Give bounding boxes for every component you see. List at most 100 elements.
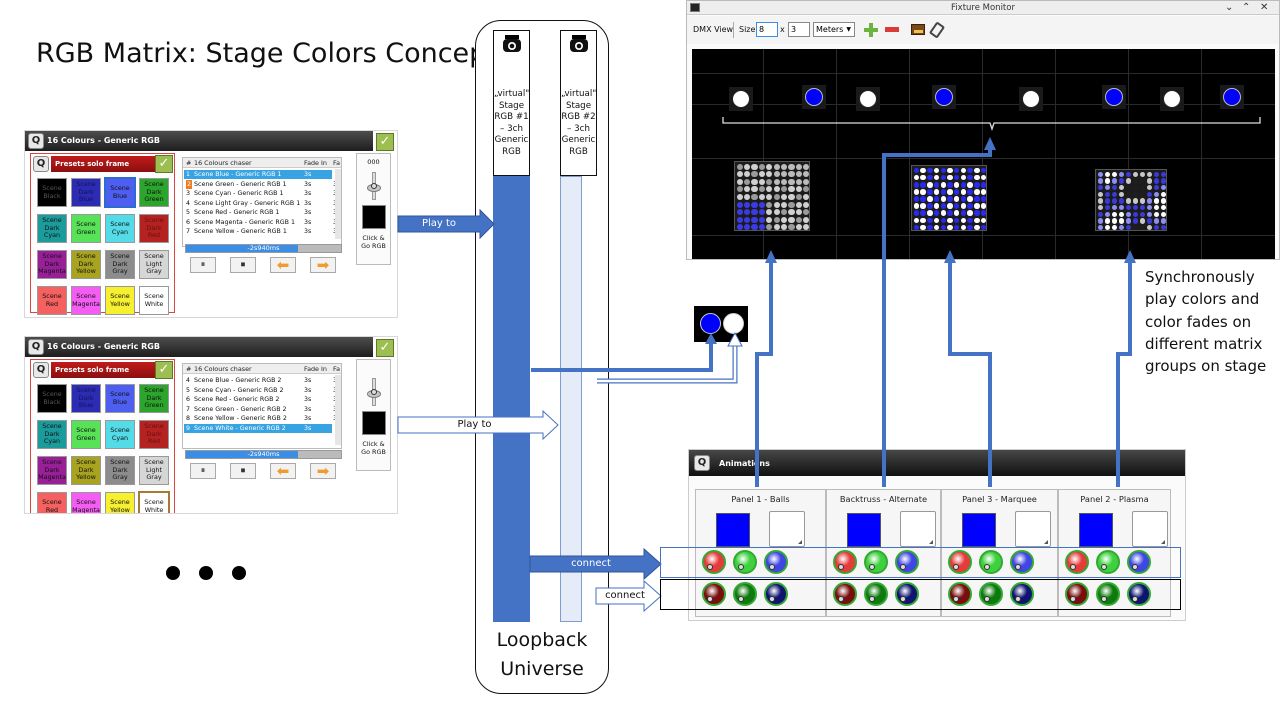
color-knob[interactable]: [702, 550, 726, 574]
matrix-pixel: [960, 203, 967, 209]
color-knob[interactable]: [1010, 550, 1034, 574]
scene-button[interactable]: Scene Dark Gray: [105, 250, 135, 279]
color-knob[interactable]: [1065, 582, 1089, 606]
scene-button[interactable]: Scene Yellow: [105, 286, 135, 315]
color-knob[interactable]: [1065, 550, 1089, 574]
pause-button[interactable]: ⏸: [190, 463, 216, 479]
color-swatch-primary[interactable]: [962, 513, 996, 547]
solo-frame-checkbox[interactable]: ✓: [155, 361, 173, 379]
stop-button[interactable]: ⏹: [230, 257, 256, 273]
close-icon[interactable]: ✕: [1260, 2, 1269, 13]
scene-button[interactable]: Scene Cyan: [105, 214, 135, 243]
scene-button[interactable]: Scene Dark Green: [139, 178, 169, 207]
previous-button[interactable]: ⬅: [270, 257, 296, 273]
maximize-icon[interactable]: ⌃: [1242, 2, 1251, 13]
scene-button[interactable]: Scene Light Gray: [139, 250, 169, 279]
color-knob[interactable]: [979, 550, 1003, 574]
color-knob[interactable]: [1096, 582, 1120, 606]
color-knob[interactable]: [895, 550, 919, 574]
scene-button[interactable]: Scene Black: [37, 384, 67, 413]
color-swatch-primary[interactable]: [716, 513, 750, 547]
color-knob[interactable]: [833, 582, 857, 606]
scene-button[interactable]: Scene Dark Cyan: [37, 214, 67, 243]
color-swatch-primary[interactable]: [1079, 513, 1113, 547]
color-swatch-primary[interactable]: [847, 513, 881, 547]
color-knob[interactable]: [864, 550, 888, 574]
scene-button[interactable]: Scene Dark Yellow: [71, 250, 101, 279]
scene-button[interactable]: Scene Green: [71, 420, 101, 449]
size-x-spinbox[interactable]: 8: [756, 22, 778, 37]
enable-checkbox[interactable]: ✓: [376, 339, 394, 357]
scene-button[interactable]: Scene Green: [71, 214, 101, 243]
scene-button[interactable]: Scene Yellow: [105, 492, 135, 513]
scene-button[interactable]: Scene Magenta: [71, 492, 101, 513]
remove-fixture-icon[interactable]: [885, 27, 899, 32]
matrix-pixel: [1146, 178, 1153, 184]
color-knob[interactable]: [733, 550, 757, 574]
matrix-pixel: [1118, 204, 1125, 211]
slider-handle[interactable]: [367, 389, 381, 398]
solo-frame-checkbox[interactable]: ✓: [155, 155, 173, 173]
scene-button[interactable]: Scene White: [139, 286, 169, 315]
scene-button[interactable]: Scene Blue: [104, 177, 136, 208]
step-name: Scene Cyan - Generic RGB 2: [194, 386, 284, 394]
color-knob[interactable]: [895, 582, 919, 606]
scene-button[interactable]: Scene Dark Cyan: [37, 420, 67, 449]
scene-button[interactable]: Scene Dark Green: [139, 384, 169, 413]
scene-button[interactable]: Scene Dark Red: [139, 420, 169, 449]
color-knob[interactable]: [864, 582, 888, 606]
color-knob[interactable]: [1096, 550, 1120, 574]
scene-button[interactable]: Scene Dark Blue: [71, 384, 101, 413]
color-knob[interactable]: [1010, 582, 1034, 606]
click-and-go-swatch[interactable]: [362, 205, 386, 229]
chaser-scrollbar[interactable]: [335, 169, 341, 239]
minimize-icon[interactable]: ⌄: [1225, 2, 1234, 13]
next-button[interactable]: ➡: [310, 257, 336, 273]
color-swatch-secondary[interactable]: [1015, 511, 1051, 547]
color-knob[interactable]: [733, 582, 757, 606]
chaser-scrollbar[interactable]: [335, 375, 341, 445]
matrix-pixel: [758, 201, 765, 208]
color-knob[interactable]: [1127, 582, 1151, 606]
scene-button[interactable]: Scene White: [138, 491, 170, 513]
previous-button[interactable]: ⬅: [270, 463, 296, 479]
scene-button[interactable]: Scene Red: [37, 286, 67, 315]
stop-button[interactable]: ⏹: [230, 463, 256, 479]
scene-button[interactable]: Scene Light Gray: [139, 456, 169, 485]
dmx-view-button[interactable]: DMX View: [693, 25, 734, 34]
scene-button[interactable]: Scene Dark Gray: [105, 456, 135, 485]
enable-checkbox[interactable]: ✓: [376, 133, 394, 151]
scene-button[interactable]: Scene Dark Magenta: [37, 250, 67, 279]
color-swatch-secondary[interactable]: [769, 511, 805, 547]
scene-button[interactable]: Scene Red: [37, 492, 67, 513]
scene-button[interactable]: Scene Dark Blue: [71, 178, 101, 207]
next-button[interactable]: ➡: [310, 463, 336, 479]
matrix-pixel: [1097, 191, 1104, 198]
scene-button[interactable]: Scene Magenta: [71, 286, 101, 315]
scene-button[interactable]: Scene Dark Magenta: [37, 456, 67, 485]
units-select[interactable]: Meters▼: [813, 22, 855, 37]
color-knob[interactable]: [979, 582, 1003, 606]
color-swatch-secondary[interactable]: [1132, 511, 1168, 547]
click-and-go-swatch[interactable]: [362, 411, 386, 435]
matrix-pixel: [1104, 204, 1111, 211]
color-knob[interactable]: [702, 582, 726, 606]
color-knob[interactable]: [764, 550, 788, 574]
matrix-pixel: [795, 209, 802, 216]
color-swatch-secondary[interactable]: [900, 511, 936, 547]
scene-button[interactable]: Scene Dark Yellow: [71, 456, 101, 485]
color-knob[interactable]: [948, 550, 972, 574]
color-knob[interactable]: [948, 582, 972, 606]
slider-handle[interactable]: [367, 183, 381, 192]
color-knob[interactable]: [764, 582, 788, 606]
add-fixture-icon[interactable]: [864, 23, 878, 37]
scene-button[interactable]: Scene Cyan: [105, 420, 135, 449]
size-y-spinbox[interactable]: 3: [788, 22, 810, 37]
pause-button[interactable]: ⏸: [190, 257, 216, 273]
background-image-icon[interactable]: [911, 24, 925, 35]
scene-button[interactable]: Scene Dark Red: [139, 214, 169, 243]
color-knob[interactable]: [1127, 550, 1151, 574]
scene-button[interactable]: Scene Blue: [105, 384, 135, 413]
scene-button[interactable]: Scene Black: [37, 178, 67, 207]
color-knob[interactable]: [833, 550, 857, 574]
